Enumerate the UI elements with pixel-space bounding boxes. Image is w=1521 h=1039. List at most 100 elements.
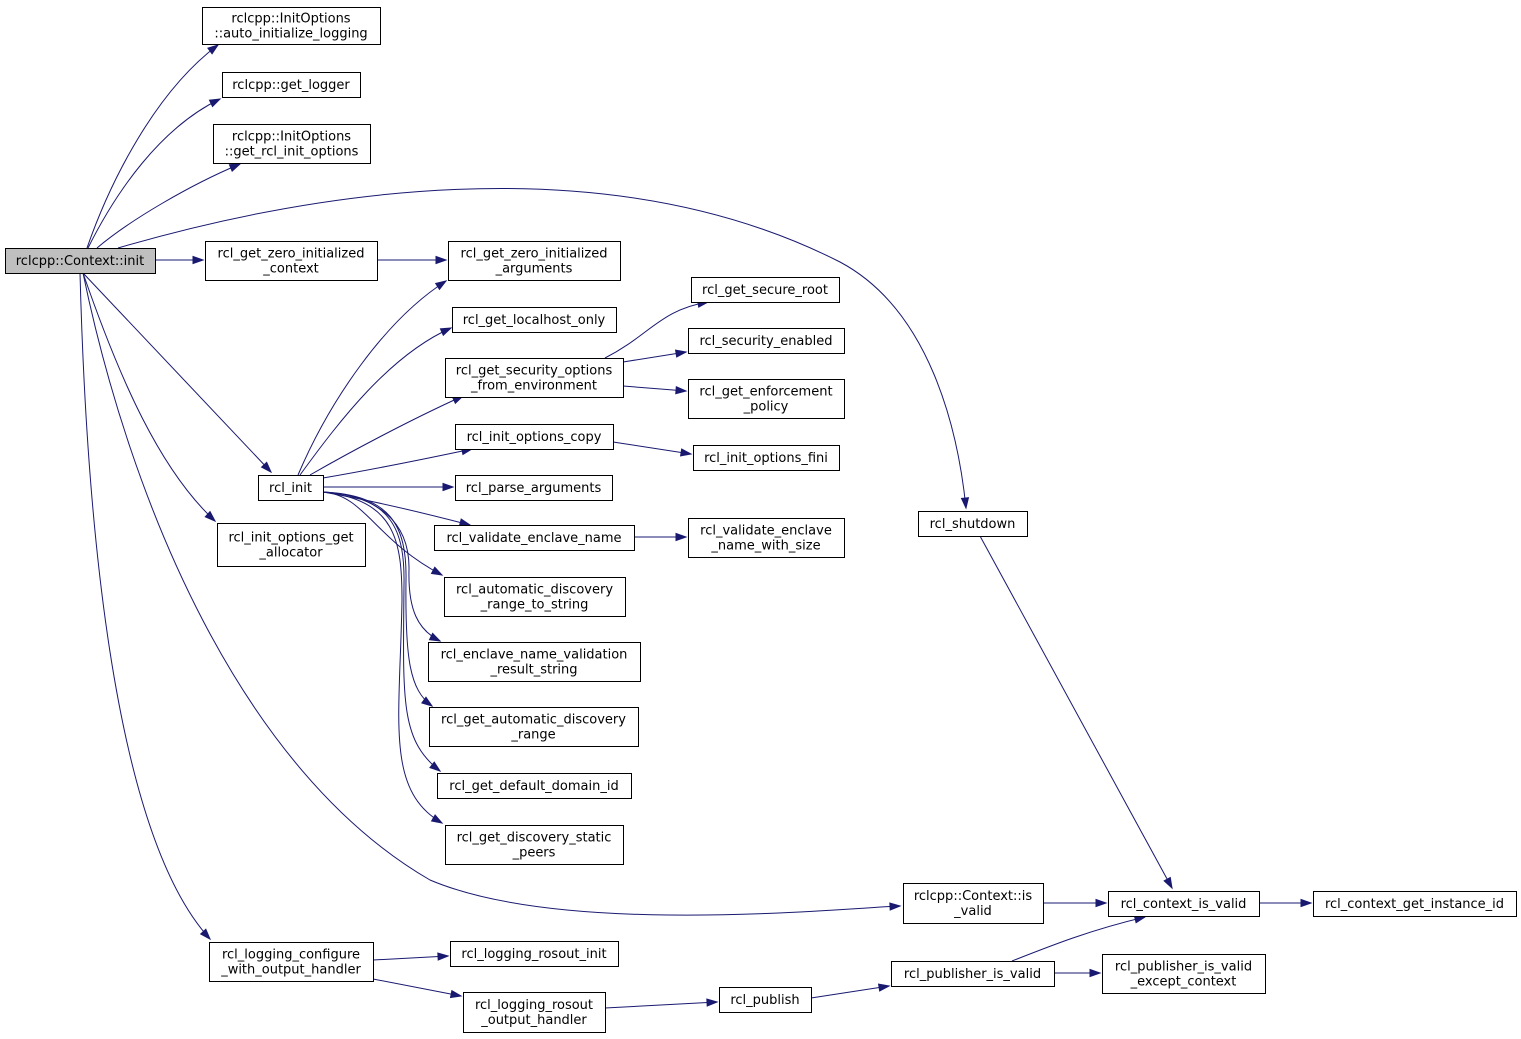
node-enclave-result[interactable]: rcl_enclave_name_validation_result_strin…: [428, 642, 641, 682]
node-box: [445, 825, 624, 865]
node-rcl-init[interactable]: rcl_init: [258, 475, 324, 501]
node-get-allocator[interactable]: rcl_init_options_get_allocator: [217, 523, 366, 567]
node-label: rclcpp::InitOptions: [232, 130, 351, 145]
node-parse-args[interactable]: rcl_parse_arguments: [455, 475, 613, 501]
edge-line: [82, 272, 901, 916]
arrowhead-icon: [1095, 898, 1108, 908]
node-box: [202, 7, 381, 45]
node-secure-root[interactable]: rcl_get_secure_root: [691, 277, 840, 303]
node-label: rcl_init_options_fini: [704, 451, 828, 466]
node-box: [445, 358, 624, 398]
edge-rcl_init-to-init_opts_copy: [322, 447, 474, 479]
node-log-config[interactable]: rcl_logging_configure_with_output_handle…: [209, 942, 374, 982]
edge-line: [604, 1001, 718, 1009]
node-label: rclcpp::Context::is: [914, 889, 1033, 904]
arrowhead-icon: [458, 518, 472, 527]
edge-line: [322, 448, 473, 479]
node-enforcement[interactable]: rcl_get_enforcement_policy: [688, 379, 845, 419]
edge-ctx_init-to-zero_ctx: [155, 255, 205, 265]
edge-rcl_ctx_valid-to-instance_id: [1259, 898, 1313, 908]
node-auto-init-log[interactable]: rclcpp::InitOptions::auto_initialize_log…: [202, 7, 381, 45]
node-pub-valid-except[interactable]: rcl_publisher_is_valid_except_context: [1102, 954, 1266, 994]
edge-line: [117, 188, 967, 509]
edge-rcl_init-to-validate_enclave: [322, 491, 472, 527]
edge-rcl_shutdown-to-rcl_ctx_valid: [979, 535, 1173, 890]
node-localhost-only[interactable]: rcl_get_localhost_only: [452, 307, 617, 333]
node-auto-disc-range[interactable]: rcl_get_automatic_discovery_range: [429, 707, 639, 747]
node-box: [222, 72, 361, 98]
node-sec-opts-env[interactable]: rcl_get_security_options_from_environmen…: [445, 358, 624, 398]
node-box: [719, 987, 812, 1013]
node-label: rcl_logging_configure: [222, 948, 360, 963]
node-rosout-handler[interactable]: rcl_logging_rosout_output_handler: [463, 992, 606, 1033]
node-ctx-init[interactable]: rclcpp::Context::init: [5, 248, 156, 274]
node-box: [205, 241, 378, 281]
arrowhead-icon: [421, 696, 434, 707]
edge-rcl_publish-to-pub_is_valid: [810, 983, 891, 999]
node-label: rcl_logging_rosout_init: [461, 947, 606, 962]
node-label: rclcpp::Context::init: [16, 254, 144, 269]
node-label: _name_with_size: [710, 539, 820, 554]
node-init-opts-fini[interactable]: rcl_init_options_fini: [693, 445, 840, 471]
node-rcl-shutdown[interactable]: rcl_shutdown: [918, 511, 1028, 537]
node-box: [258, 475, 324, 501]
arrowhead-icon: [199, 928, 212, 941]
node-box: [444, 577, 626, 617]
arrowhead-icon: [430, 814, 444, 824]
node-label: rcl_get_zero_initialized: [218, 247, 365, 262]
arrowhead-icon: [228, 163, 242, 172]
node-static-peers[interactable]: rcl_get_discovery_static_peers: [445, 825, 624, 865]
node-label: ::get_rcl_init_options: [225, 145, 359, 160]
edge-log_config-to-rosout_handler: [372, 978, 463, 999]
edge-line: [322, 491, 471, 526]
node-zero-args[interactable]: rcl_get_zero_initialized_arguments: [448, 241, 621, 281]
node-security-enabled[interactable]: rcl_security_enabled: [688, 328, 845, 354]
node-box: [463, 992, 606, 1033]
edge-line: [322, 491, 443, 824]
edge-layer: [79, 44, 1313, 1009]
node-get-logger[interactable]: rclcpp::get_logger: [222, 72, 361, 98]
node-label: rcl_validate_enclave_name: [446, 531, 621, 546]
node-auto-disc-str[interactable]: rcl_automatic_discovery_range_to_string: [444, 577, 626, 617]
edge-line: [82, 272, 216, 522]
node-zero-ctx[interactable]: rcl_get_zero_initialized_context: [205, 241, 378, 281]
arrowhead-icon: [679, 448, 693, 457]
node-pub-is-valid[interactable]: rcl_publisher_is_valid: [891, 961, 1055, 987]
node-box: [903, 883, 1044, 924]
arrowhead-icon: [675, 385, 688, 395]
node-label: rcl_get_enforcement: [699, 385, 832, 400]
edge-rcl_init-to-auto_disc_str: [322, 491, 444, 576]
node-instance-id[interactable]: rcl_context_get_instance_id: [1313, 891, 1517, 917]
node-label: rcl_init_options_copy: [467, 430, 602, 445]
node-box: [688, 328, 845, 354]
edge-line: [604, 301, 709, 359]
node-init-opts-copy[interactable]: rcl_init_options_copy: [455, 424, 614, 450]
node-label: rcl_get_default_domain_id: [449, 779, 618, 794]
node-domain-id[interactable]: rcl_get_default_domain_id: [437, 773, 632, 799]
node-box: [691, 277, 840, 303]
node-box: [1313, 891, 1517, 917]
node-validate-enclave-size[interactable]: rcl_validate_enclave_name_with_size: [688, 518, 845, 558]
node-validate-enclave[interactable]: rcl_validate_enclave_name: [434, 525, 635, 551]
arrowhead-icon: [1089, 968, 1102, 978]
node-label: rcl_get_secure_root: [702, 283, 828, 298]
arrowhead-icon: [428, 632, 442, 642]
arrowhead-icon: [439, 327, 453, 337]
node-rosout-init[interactable]: rcl_logging_rosout_init: [450, 941, 619, 967]
edge-line: [299, 327, 452, 476]
node-box: [1102, 954, 1266, 994]
node-rcl-ctx-valid[interactable]: rcl_context_is_valid: [1108, 891, 1260, 917]
edge-line: [96, 163, 241, 249]
node-box: [918, 511, 1028, 537]
edge-line: [322, 491, 433, 707]
edge-rcl_init-to-zero_args: [297, 280, 448, 476]
node-ctx-is-valid[interactable]: rclcpp::Context::is_valid: [903, 883, 1044, 924]
node-label: rcl_parse_arguments: [466, 481, 602, 496]
arrowhead-icon: [449, 989, 463, 999]
node-get-rcl-init-opts[interactable]: rclcpp::InitOptions::get_rcl_init_option…: [213, 124, 371, 164]
edge-line: [1011, 916, 1146, 962]
node-rcl-publish[interactable]: rcl_publish: [719, 987, 812, 1013]
arrowhead-icon: [960, 497, 970, 510]
node-label: _valid: [953, 904, 992, 919]
node-label: _range: [510, 728, 555, 743]
